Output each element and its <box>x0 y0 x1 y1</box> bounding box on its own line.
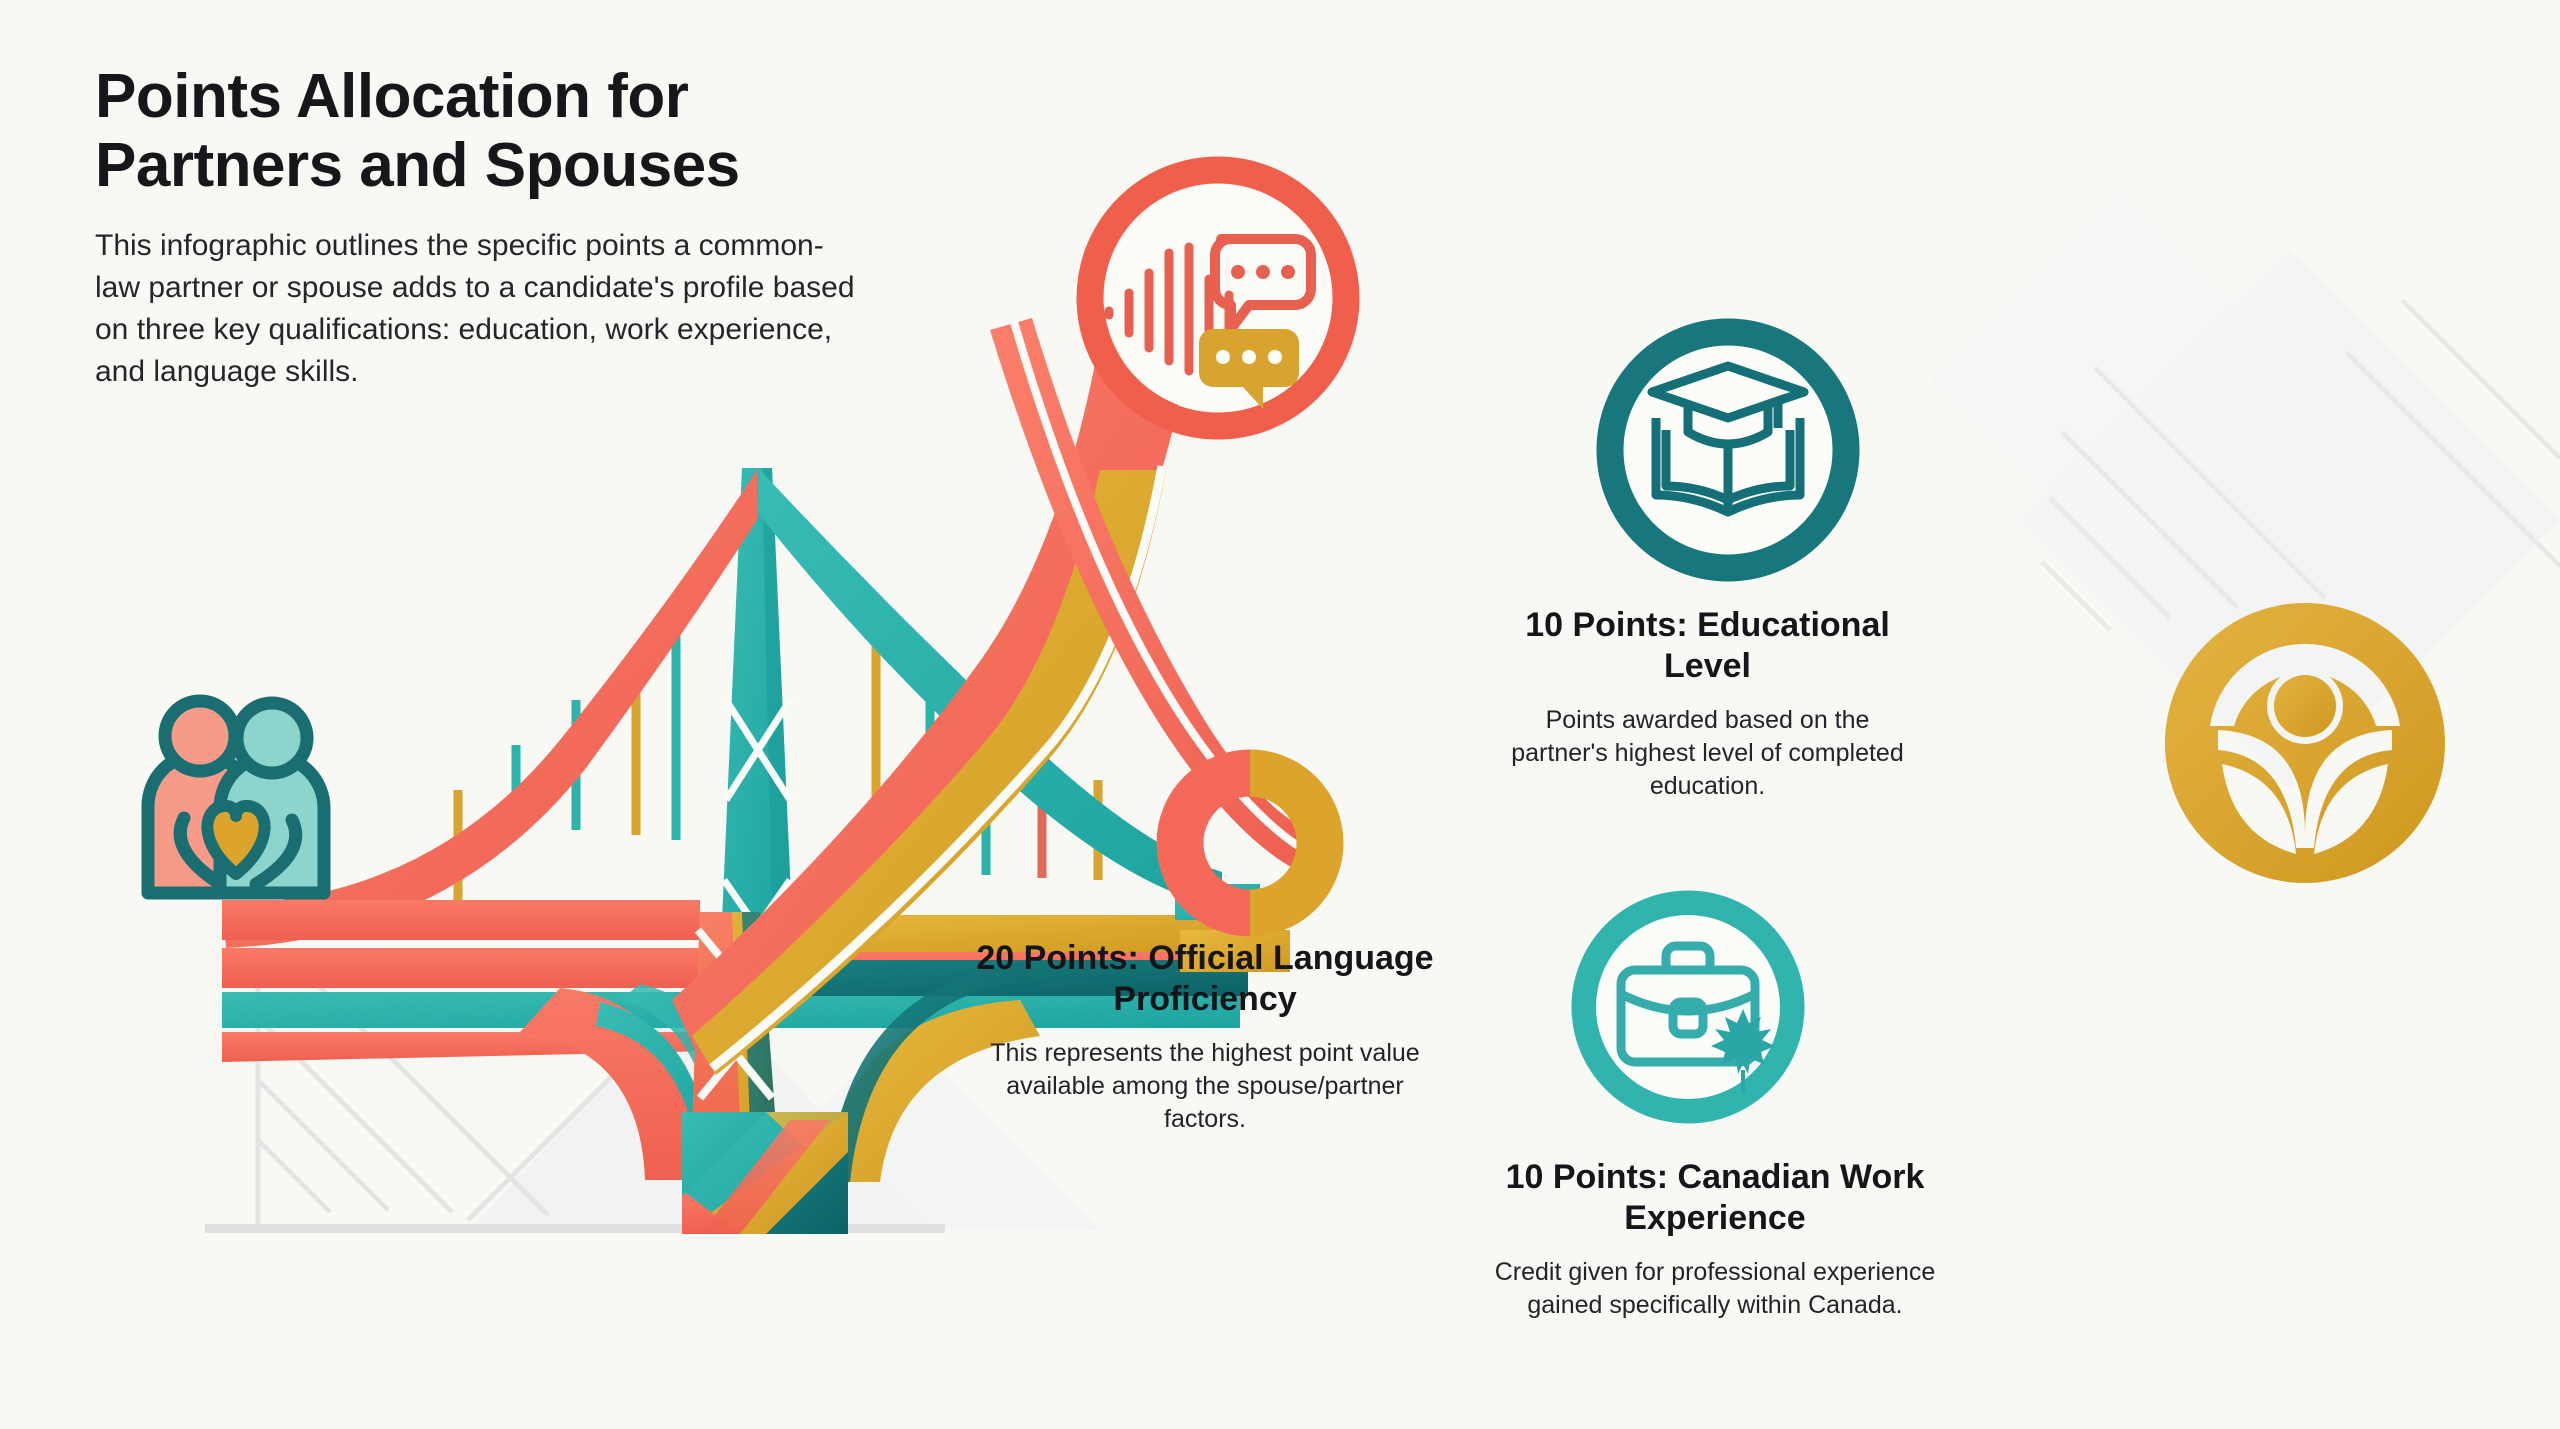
caption-body: Credit given for professional experience… <box>1494 1257 1936 1320</box>
page-title: Points Allocation for Partners and Spous… <box>95 62 740 201</box>
caption-body: This represents the highest point value … <box>990 1038 1420 1134</box>
language-proficiency-badge <box>1076 156 1360 440</box>
caption-title: 20 Points: Official Language Proficiency <box>976 939 1434 1019</box>
caption-title: 10 Points: Educational Level <box>1525 606 1890 686</box>
caption-body: Points awarded based on the partner's hi… <box>1511 705 1904 801</box>
caption-language-proficiency: 20 Points: Official Language Proficiency… <box>970 938 1440 1137</box>
couple-heart-icon <box>141 694 331 900</box>
header-block: Points Allocation for Partners and Spous… <box>95 62 885 393</box>
caption-title: 10 Points: Canadian Work Experience <box>1505 1158 1925 1238</box>
donut-ring-icon <box>1156 749 1344 937</box>
caption-canadian-work-experience: 10 Points: Canadian Work Experience Cred… <box>1490 1157 1940 1322</box>
canadian-work-experience-badge <box>1571 890 1805 1124</box>
caption-educational-level: 10 Points: Educational Level Points awar… <box>1495 605 1920 804</box>
education-level-badge <box>1596 318 1860 582</box>
person-leaves-logo-icon <box>2165 603 2445 883</box>
page-intro: This infographic outlines the specific p… <box>95 228 855 388</box>
